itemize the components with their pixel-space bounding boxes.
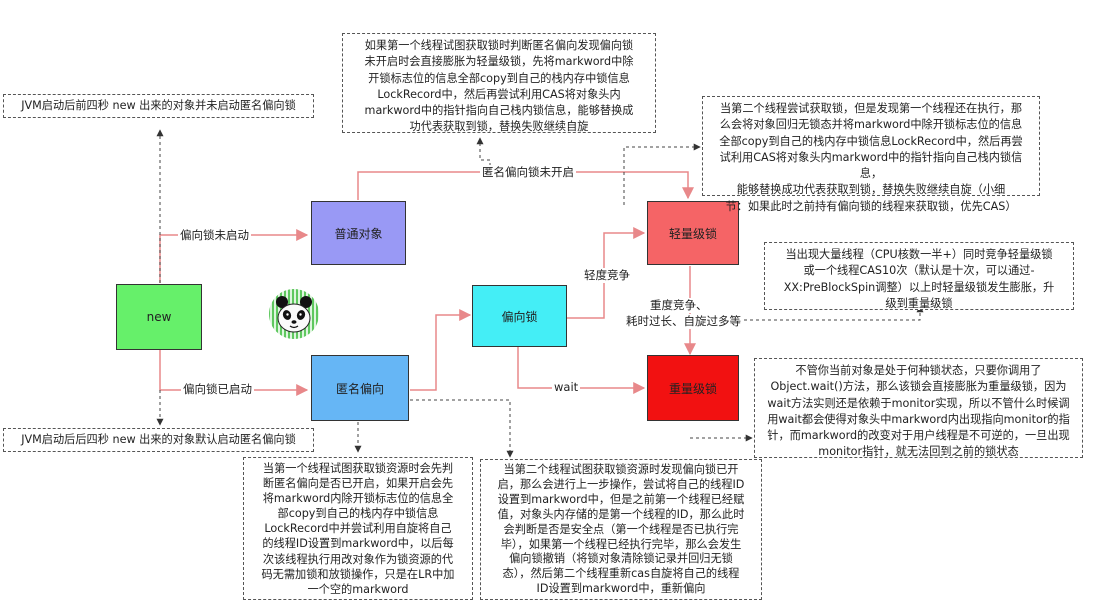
note-right-top-line: 当第二个线程尝试获取锁，但是发现第一个线程还在执行，那 — [719, 102, 1023, 115]
note-top-line: 功代表获取到锁，替换失败继续自旋 — [409, 120, 589, 134]
dash-right-mid — [690, 305, 924, 321]
dash-bottom-right — [410, 399, 514, 458]
note-bottom-right-line: 启，那么会进行上一步操作，尝试将自己的线程ID — [497, 477, 745, 491]
note-bottom-right-line: 当第二个线程试图获取锁资源时发现偏向锁已开 — [503, 463, 739, 476]
note-right-mid-line: 当出现大量线程（CPU核数一半+）同时竞争轻量级锁 — [785, 248, 1053, 261]
note-right-top-line: 么会将对象回归无锁态并将markword中除开锁标志位的信息 — [719, 118, 1023, 132]
note-bottom-mid-line: 当第一个线程试图获取锁资源时会先判 — [262, 462, 454, 475]
dash-right-top — [623, 143, 701, 205]
note-bottom-mid-line: 断匿名偏向是否已开启，如果开启会先 — [262, 477, 454, 491]
note-bottom-mid-line: 的线程ID设置到markword中，以后每 — [262, 537, 454, 551]
node-biased-lock: 偏向锁 — [472, 285, 567, 347]
note-bottom-right-line: ID设置到markword中，重新偏向 — [536, 582, 706, 596]
note-bottom-mid-line: 码无需加锁和放锁操作，只是在LR中加 — [261, 567, 455, 581]
note-bottom-right-line: 偏向锁撤销（将锁对象清除锁记录并回归无锁 — [509, 552, 733, 566]
note-top-line: 未开启时会直接膨胀为轻量级锁，先将markword中除 — [364, 55, 634, 69]
note-right-top-line: 全部copy到自己的栈内存中锁信息LockRecord中，然后再尝 — [719, 134, 1023, 148]
note-right-mid-line: 级到重量级锁 — [885, 296, 953, 310]
edge-label-anon-off: 匿名偏向锁未开启 — [480, 165, 576, 180]
note-bottom-mid-line: 将markword内除开锁标志位的信息全 — [262, 492, 454, 506]
note-right-mid-line: XX:PreBlockSpin调整）以上时轻量级锁发生膨胀，升 — [783, 280, 1055, 294]
note-jvm-after: JVM启动后后四秒 new 出来的对象默认启动匿名偏向锁 — [3, 428, 314, 452]
node-heavyweight-lock: 重量级锁 — [647, 355, 739, 421]
note-right-top-line: 节：如果此时之前持有偏向锁的线程来获取锁，优先CAS） — [725, 199, 1017, 213]
edge-anon-biased — [410, 309, 472, 391]
note-bottom-mid-line: 一个空的markword — [307, 582, 409, 596]
note-bottom-mid-line: 次该线程执行用改对象作为锁资源的代 — [262, 552, 454, 566]
note-bottom-mid: 当第一个线程试图获取锁资源时会先判 断匿名偏向是否已开启，如果开启会先 将mar… — [243, 457, 473, 600]
node-normal-object: 普通对象 — [311, 201, 406, 265]
edge-label-bias-off: 偏向锁未启动 — [178, 228, 251, 243]
note-right-mid-line: 或一个线程CAS10次（默认是十次，可以通过- — [803, 264, 1035, 278]
node-lightweight-lock: 轻量级锁 — [647, 201, 739, 265]
note-top: 如果第一个线程试图获取锁时判断匿名偏向发现偏向锁 未开启时会直接膨胀为轻量级锁，… — [342, 33, 656, 133]
note-top-line: LockRecord中，然后再尝试利用CAS将对象头内 — [377, 87, 621, 101]
note-bottom-right-line: 态），然后第二个线程重新cas自旋将自己的线程 — [502, 567, 740, 581]
note-right-bottom-line: wait方法实则还是依赖于monitor实现，所以不管什么时候调 — [767, 396, 1070, 410]
edge-label-light-compete: 轻度竞争 — [582, 268, 632, 283]
edge-label-heavy-compete-2: 耗时过长、自旋过多等 — [624, 314, 743, 329]
node-anonymous-bias: 匿名偏向 — [311, 355, 409, 421]
note-jvm-before: JVM启动后前四秒 new 出来的对象并未启动匿名偏向锁 — [3, 94, 314, 118]
edge-biased-heavy — [517, 346, 646, 394]
note-right-top-line: 能够替换成功代表获取到锁，替换失败继续自旋（小细 — [736, 183, 1006, 197]
note-right-top: 当第二个线程尝试获取锁，但是发现第一个线程还在执行，那 么会将对象回归无锁态并将… — [702, 96, 1040, 213]
note-top-line: 开锁标志位的信息全部copy到自己的栈内存中锁信息 — [368, 71, 630, 85]
edge-label-bias-on: 偏向锁已启动 — [181, 382, 254, 397]
note-right-bottom: 不管你当前对象是处于何种锁状态，只要你调用了 Object.wait()方法，那… — [754, 358, 1083, 458]
note-right-top-line: 试利用CAS将对象头内markword中的指针指向自己栈内锁信息， — [719, 150, 1023, 181]
edge-label-heavy-compete-1: 重度竞争、 — [648, 298, 710, 313]
note-right-bottom-line: 针，而markword的改变对于用户线程是不可逆的，一旦出现 — [767, 429, 1070, 443]
note-right-mid: 当出现大量线程（CPU核数一半+）同时竞争轻量级锁 或一个线程CAS10次（默认… — [764, 242, 1074, 310]
note-bottom-right-line: 会判断是否是安全点（第一个线程是否已执行完 — [503, 522, 739, 536]
note-bottom-right-line: 值，对象头内存储的是第一个线程的ID，那么此时 — [497, 507, 745, 521]
note-right-bottom-line: 不管你当前对象是处于何种锁状态，只要你调用了 — [795, 364, 1042, 377]
note-bottom-mid-line: LockRecord中并尝试利用自旋将自己 — [264, 522, 452, 536]
note-right-bottom-line: Object.wait()方法，那么该锁会直接膨胀为重量级锁，因为 — [770, 380, 1067, 394]
note-bottom-right-line: 设置到markword中，但是之前第一个线程已经赋 — [497, 492, 745, 506]
note-right-bottom-line: 用wait都会使得对象头中markword内出现指向monitor的指 — [767, 412, 1070, 426]
note-bottom-right: 当第二个线程试图获取锁资源时发现偏向锁已开 启，那么会进行上一步操作，尝试将自己… — [480, 459, 762, 600]
note-bottom-right-line: 毕），如果第一个线程已经执行完毕，那么会发生 — [500, 537, 742, 551]
node-new: new — [116, 284, 202, 350]
note-top-line: markword中的指针指向自己栈内锁信息，能够替换成 — [364, 104, 634, 118]
note-top-line: 如果第一个线程试图获取锁时判断匿名偏向发现偏向锁 — [364, 39, 634, 52]
edge-label-wait: wait — [552, 380, 581, 395]
note-bottom-mid-line: 部copy到自己的栈内存中锁信息 — [277, 507, 439, 521]
panda-logo-icon — [269, 289, 319, 339]
note-right-bottom-line: monitor指针，就无法回到之前的锁状态 — [818, 445, 1019, 459]
